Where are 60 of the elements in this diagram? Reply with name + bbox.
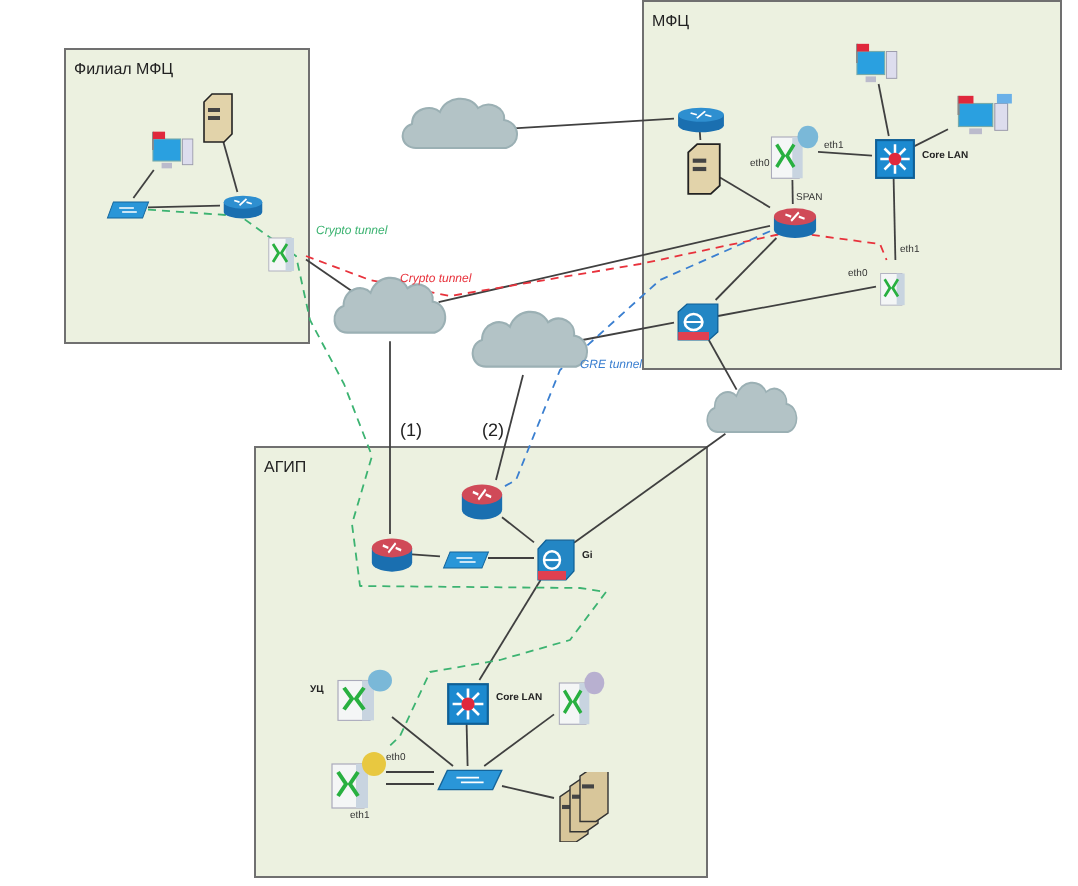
link-line	[495, 374, 524, 481]
link-line	[707, 339, 738, 391]
link-line	[391, 716, 454, 767]
firewall-icon	[536, 538, 576, 582]
server-icon	[202, 92, 234, 144]
switch-icon	[874, 138, 916, 180]
link-line	[478, 579, 542, 681]
link-line	[385, 771, 435, 773]
link-line	[698, 131, 702, 141]
link-line	[791, 179, 794, 205]
link-line	[512, 117, 675, 130]
tunnel-line	[501, 230, 771, 489]
link-line	[581, 321, 675, 341]
link-line	[147, 204, 221, 209]
link-line	[892, 177, 897, 261]
link-line	[385, 783, 435, 785]
link-line	[817, 150, 873, 157]
firewall-icon	[676, 302, 720, 342]
link-line	[719, 176, 771, 209]
appliance-icon	[768, 122, 820, 182]
link-line	[437, 224, 771, 304]
appliance-icon	[556, 668, 606, 728]
router-icon	[460, 482, 504, 522]
link-line	[501, 516, 535, 544]
edge-label: (2)	[482, 422, 504, 440]
router-icon	[222, 194, 264, 220]
appliance-icon	[328, 748, 388, 812]
site-panel	[642, 0, 1062, 370]
switch-icon	[106, 200, 150, 220]
link-line	[714, 237, 778, 301]
link-line	[717, 285, 877, 317]
link-line	[411, 553, 441, 558]
tunnel-line	[305, 231, 888, 297]
edge-label: (1)	[400, 422, 422, 440]
site-title: АГИП	[264, 456, 307, 480]
router-icon	[676, 106, 726, 134]
link-line	[222, 141, 239, 193]
site-panel	[254, 446, 708, 878]
computer-icon	[146, 128, 198, 172]
link-line	[483, 713, 555, 767]
router-icon	[370, 536, 414, 574]
computer-icon	[850, 40, 902, 86]
link-line	[913, 128, 949, 148]
tunnel-line	[147, 208, 607, 751]
link-line	[132, 169, 155, 199]
site-title: Филиал МФЦ	[74, 58, 174, 82]
appliance-icon	[334, 666, 394, 724]
site-panel	[64, 48, 310, 344]
server-icon	[686, 142, 722, 196]
link-line	[465, 723, 469, 767]
switch-icon	[436, 768, 504, 792]
switch-icon	[446, 682, 490, 726]
link-line	[389, 340, 391, 535]
switch-icon	[442, 550, 490, 570]
site-title: МФЦ	[652, 10, 690, 34]
link-line	[877, 83, 890, 137]
link-line	[501, 785, 555, 799]
link-line	[487, 557, 535, 559]
router-icon	[772, 206, 818, 240]
link-line	[305, 258, 355, 293]
